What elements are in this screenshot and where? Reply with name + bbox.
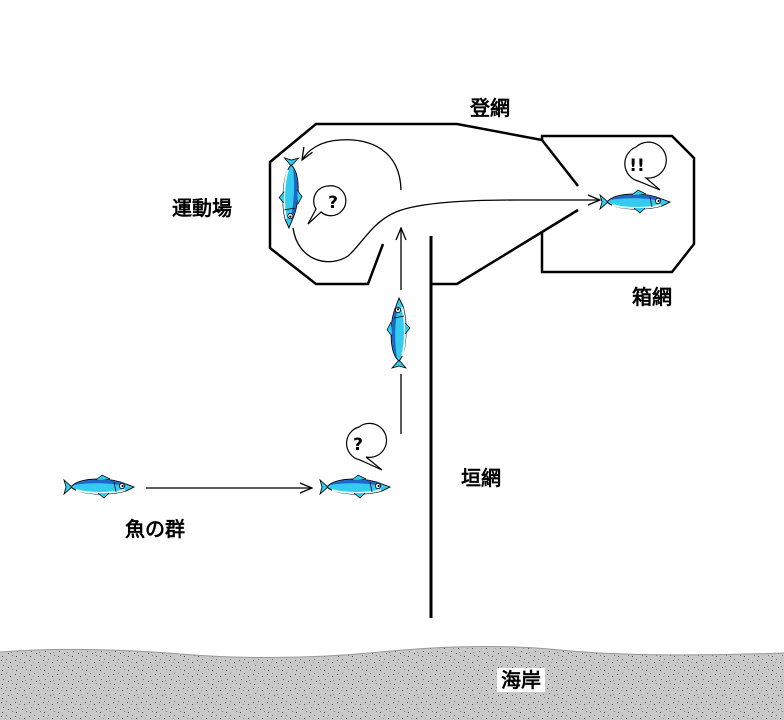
label-sakana-no-mure: 魚の群 — [125, 517, 185, 541]
speech-bubble-icon: ? — [307, 185, 347, 225]
label-kaki-ami: 垣網 — [461, 466, 501, 490]
loop-arrow — [302, 139, 402, 191]
fish-icon — [599, 189, 671, 214]
playground-and-ramp-outline — [268, 122, 543, 286]
fish-icon — [276, 156, 305, 230]
fish-icon — [319, 474, 391, 499]
label-undoujou: 運動場 — [172, 196, 232, 220]
bubble-question-2: ? — [353, 435, 363, 455]
label-nobori-ami: 登網 — [470, 96, 510, 120]
shore — [0, 645, 784, 720]
return-curve — [292, 200, 600, 263]
bubble-excited: !! — [629, 156, 645, 176]
speech-bubble-icon: !! — [624, 141, 667, 191]
fish-icon — [386, 297, 411, 369]
speech-bubble-icon: ? — [345, 422, 388, 471]
label-hako-ami: 箱網 — [632, 285, 672, 309]
bubble-question-1: ? — [328, 193, 338, 213]
fish-icon — [63, 474, 135, 499]
box-net-outline — [540, 134, 696, 274]
label-kaigan: 海岸 — [497, 668, 545, 692]
